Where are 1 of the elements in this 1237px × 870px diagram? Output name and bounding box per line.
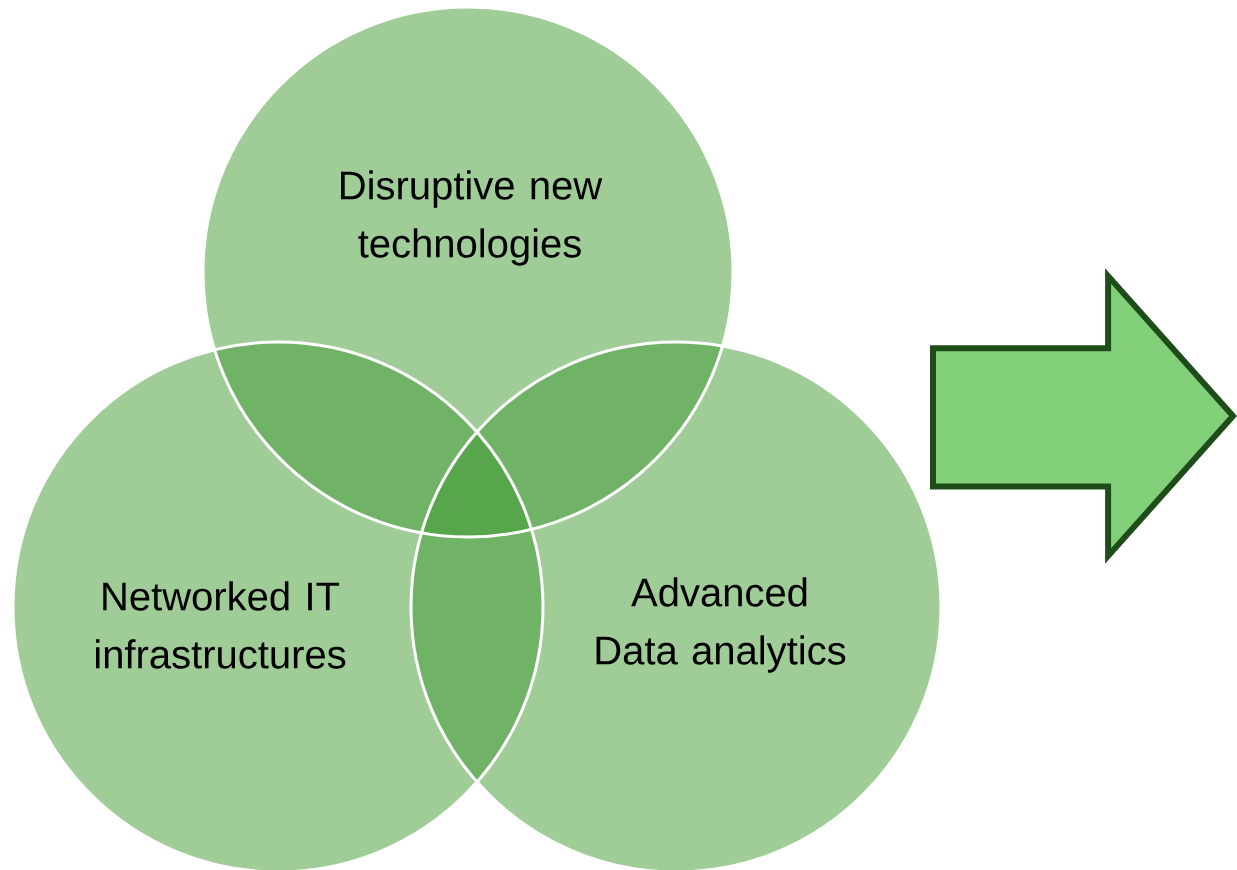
block-arrow xyxy=(930,268,1237,564)
